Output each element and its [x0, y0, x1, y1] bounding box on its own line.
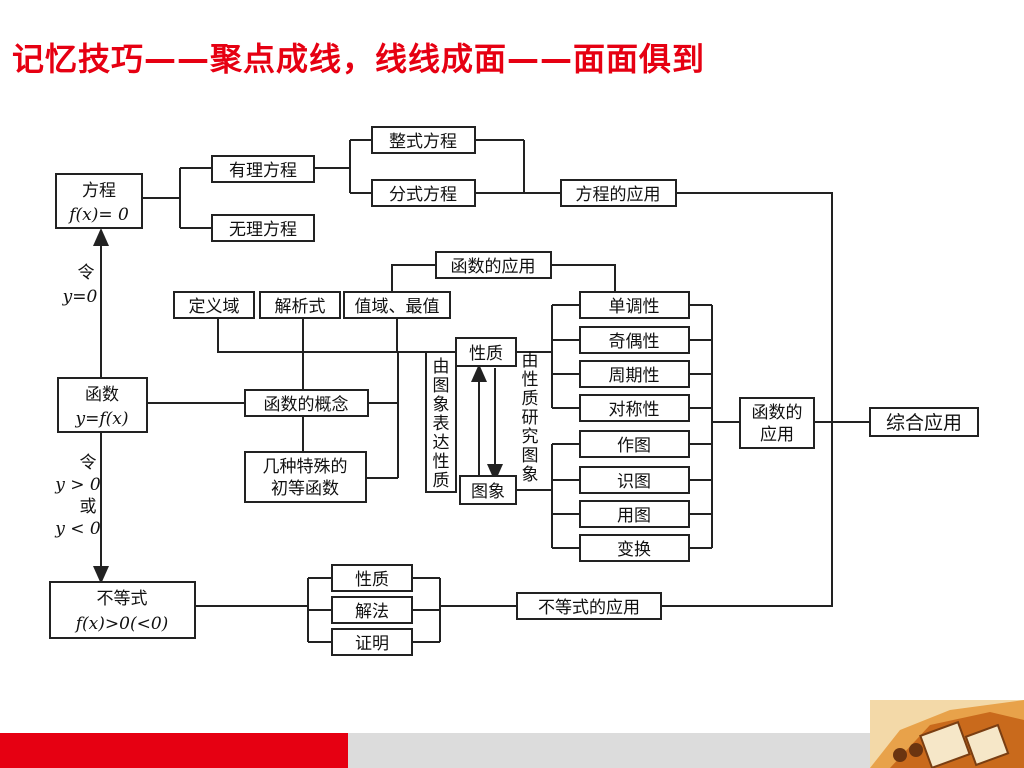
svg-text:f(x)>0(<0): f(x)>0(<0) [74, 614, 169, 634]
let-y0-label: 令 [78, 263, 95, 283]
svg-text:不等式: 不等式 [97, 589, 148, 609]
function-box: 函数 y=f(x) [57, 377, 148, 433]
range-max-box: 值域、最值 [343, 291, 451, 319]
periodic-box: 周期性 [579, 360, 690, 388]
graph-to-property-text: 由图象表达性质 [433, 357, 450, 491]
svg-text:y > 0: y > 0 [54, 475, 101, 495]
special-funcs-box: 几种特殊的 初等函数 [244, 451, 367, 503]
svg-text:函数的: 函数的 [752, 403, 803, 423]
svg-text:函数的应用: 函数的应用 [451, 257, 536, 277]
svg-text:变换: 变换 [617, 540, 651, 560]
svg-text:应用: 应用 [760, 425, 794, 445]
function-label: 函数 [85, 385, 119, 405]
use-box: 用图 [579, 500, 690, 528]
svg-text:函数的概念: 函数的概念 [264, 394, 349, 415]
integral-eq-box: 整式方程 [371, 126, 476, 154]
svg-text:值域、最值: 值域、最值 [355, 297, 440, 317]
proof-box: 证明 [331, 628, 413, 656]
ineq-app-box: 不等式的应用 [516, 592, 662, 620]
solution-box: 解法 [331, 596, 413, 624]
svg-text:解析式: 解析式 [275, 297, 326, 317]
monotonic-box: 单调性 [579, 291, 690, 319]
func-concept-box: 函数的概念 [244, 389, 369, 417]
svg-text:作图: 作图 [617, 436, 651, 456]
svg-text:或: 或 [80, 497, 97, 517]
footer-grey-bar [348, 733, 870, 768]
ineq-property-box: 性质 [331, 564, 413, 592]
svg-text:整式方程: 整式方程 [389, 132, 457, 152]
property-to-graph-text: 由性质研究图象 [522, 351, 539, 485]
draw-box: 作图 [579, 430, 690, 458]
equation-box: 方程 f(x)= 0 [55, 173, 143, 229]
eq-app-box: 方程的应用 [560, 179, 677, 207]
svg-text:无理方程: 无理方程 [229, 220, 297, 240]
svg-text:奇偶性: 奇偶性 [609, 332, 660, 352]
footer-red-bar [0, 733, 348, 768]
svg-text:方程的应用: 方程的应用 [576, 185, 661, 205]
y0-label: y=0 [62, 287, 98, 307]
svg-text:令: 令 [80, 453, 97, 473]
connector-lines [93, 139, 870, 643]
slide-title: 记忆技巧——聚点成线，线线成面——面面俱到 [12, 40, 706, 78]
abacus-decoration [870, 700, 1024, 768]
graph-box: 图象 [459, 475, 517, 505]
svg-text:有理方程: 有理方程 [229, 161, 297, 181]
equation-label: 方程 [82, 181, 116, 201]
comprehensive-box: 综合应用 [869, 407, 979, 437]
parity-box: 奇偶性 [579, 326, 690, 354]
rational-eq-box: 有理方程 [211, 155, 315, 183]
svg-text:定义域: 定义域 [189, 297, 240, 317]
svg-text:y < 0: y < 0 [54, 519, 101, 539]
svg-text:证明: 证明 [355, 634, 389, 654]
svg-text:几种特殊的: 几种特殊的 [263, 457, 348, 477]
equation-formula: f(x)= 0 [67, 205, 129, 225]
read-box: 识图 [579, 466, 690, 494]
svg-text:用图: 用图 [617, 506, 651, 526]
fractional-eq-box: 分式方程 [371, 179, 476, 207]
svg-text:分式方程: 分式方程 [389, 185, 457, 205]
function-formula: y=f(x) [75, 409, 129, 429]
svg-text:解法: 解法 [355, 602, 389, 622]
svg-text:周期性: 周期性 [609, 366, 660, 386]
svg-text:对称性: 对称性 [609, 400, 660, 420]
property-box: 性质 [455, 337, 517, 367]
svg-text:图象: 图象 [471, 482, 505, 502]
inequality-box: 不等式 f(x)>0(<0) [49, 581, 196, 639]
svg-text:不等式的应用: 不等式的应用 [538, 598, 640, 618]
transform-box: 变换 [579, 534, 690, 562]
svg-text:综合应用: 综合应用 [886, 412, 962, 434]
svg-text:性质: 性质 [469, 344, 503, 364]
expression-box: 解析式 [259, 291, 341, 319]
svg-text:性质: 性质 [355, 570, 389, 590]
symmetry-box: 对称性 [579, 394, 690, 422]
domain-box: 定义域 [173, 291, 255, 319]
graph-to-property-box: 由图象表达性质 [425, 351, 457, 493]
svg-text:识图: 识图 [617, 472, 651, 492]
svg-text:单调性: 单调性 [609, 297, 660, 317]
svg-text:初等函数: 初等函数 [271, 479, 339, 499]
func-app2-box: 函数的 应用 [739, 397, 815, 449]
property-to-graph-label: 由性质研究图象 [522, 351, 539, 485]
func-app-box: 函数的应用 [435, 251, 552, 279]
irrational-eq-box: 无理方程 [211, 214, 315, 242]
